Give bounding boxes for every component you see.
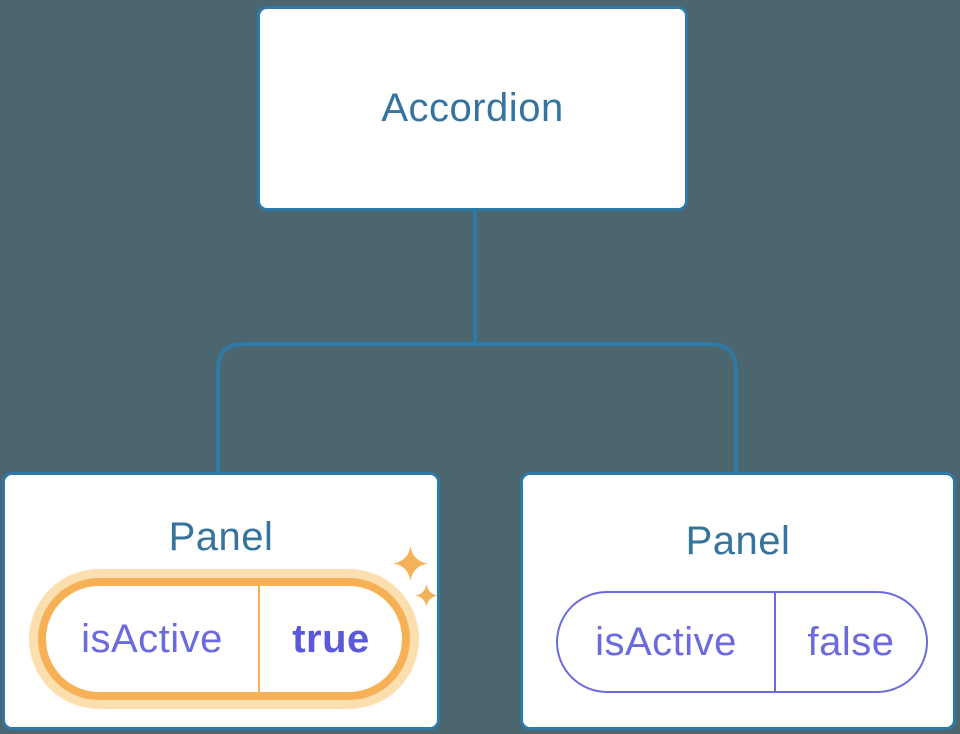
panel-node-inactive: Panel isActive false (520, 472, 956, 730)
sparkle-icon (415, 584, 438, 607)
isactive-prop-pill-inactive: isActive false (556, 591, 928, 693)
prop-value-label: true (292, 616, 370, 661)
accordion-node-label: Accordion (381, 86, 564, 130)
panel-node-title: Panel (685, 519, 791, 563)
connector-branch-bracket (216, 342, 738, 472)
panel-node-title: Panel (168, 515, 274, 559)
sparkle-icon (393, 546, 428, 581)
isactive-prop-pill-active: isActive true (38, 578, 410, 700)
prop-value-label: false (807, 619, 895, 664)
prop-name-label: isActive (46, 586, 260, 692)
accordion-node: Accordion (257, 6, 688, 211)
panel-node-active: Panel isActive true (2, 472, 440, 730)
prop-name-label: isActive (558, 593, 776, 691)
